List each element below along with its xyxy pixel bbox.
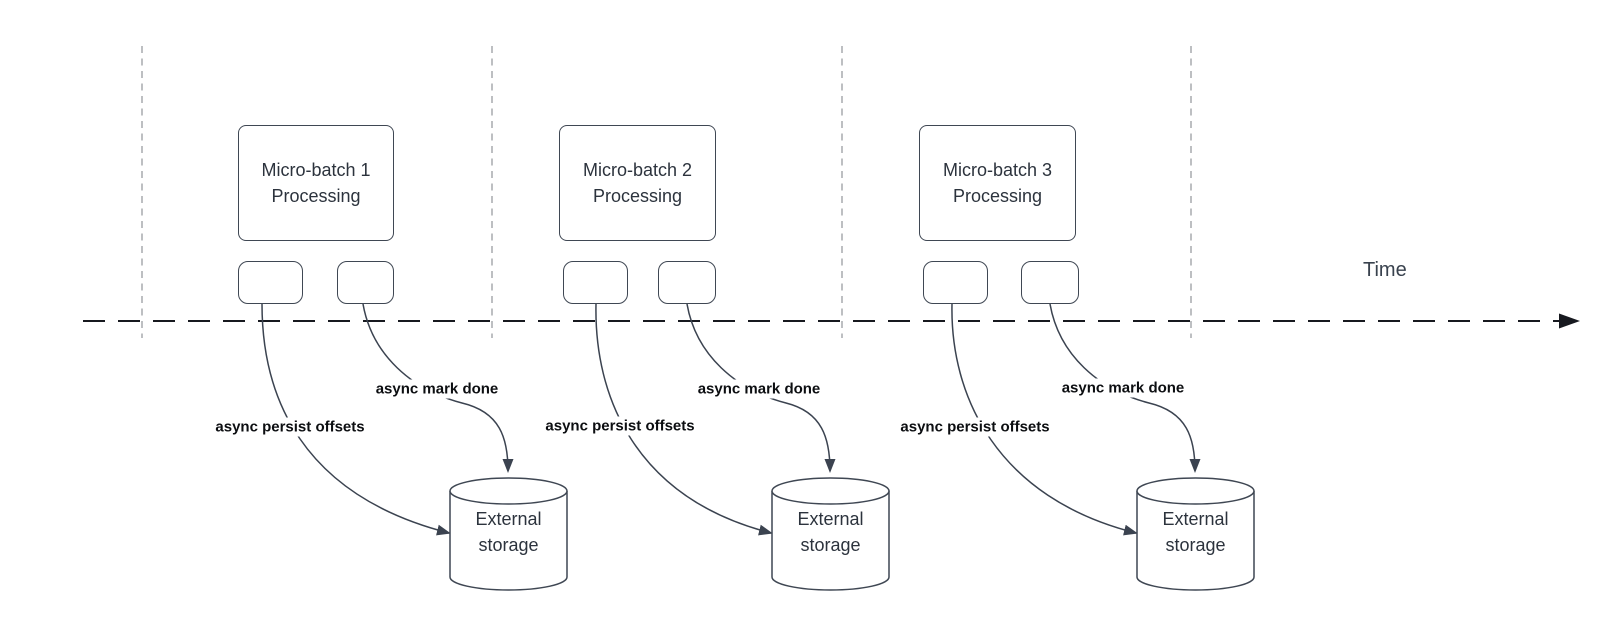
mark-done-label-3: async mark done	[1057, 378, 1189, 398]
external-storage-label-3-line2: storage	[1165, 535, 1226, 555]
timeline-arrowhead	[1559, 313, 1580, 329]
external-storage-label-2: External storage	[772, 506, 889, 558]
micro-batch-2-title-line1: Micro-batch 2	[582, 160, 693, 180]
micro-batch-2-box: Micro-batch 2 Processing	[559, 125, 716, 241]
small-box-2a	[563, 261, 628, 304]
micro-batch-3-title-line1: Micro-batch 3	[942, 160, 1053, 180]
mark-done-label-1: async mark done	[371, 379, 503, 399]
small-box-3a	[923, 261, 988, 304]
external-storage-cylinder-1	[449, 477, 568, 591]
external-storage-label-1-line2: storage	[478, 535, 539, 555]
external-storage-label-1: External storage	[450, 506, 567, 558]
external-storage-label-3: External storage	[1137, 506, 1254, 558]
persist-offsets-label-2: async persist offsets	[541, 416, 699, 436]
external-storage-cylinder-3	[1136, 477, 1255, 591]
small-box-3b	[1021, 261, 1079, 304]
small-box-1a	[238, 261, 303, 304]
mark-done-arrow-1	[362, 303, 514, 473]
micro-batch-1-title-line1: Micro-batch 1	[261, 160, 371, 180]
small-box-1b	[337, 261, 394, 304]
external-storage-label-1-line1: External	[475, 509, 542, 529]
micro-batch-1-title-line2: Processing	[271, 186, 361, 206]
micro-batch-3-title-line2: Processing	[952, 186, 1043, 206]
external-storage-cylinder-2	[771, 477, 890, 591]
micro-batch-2-title-line2: Processing	[592, 186, 683, 206]
mark-done-arrow-3	[1049, 303, 1201, 473]
persist-offsets-arrow-1	[261, 303, 451, 536]
external-storage-label-2-line1: External	[797, 509, 864, 529]
persist-offsets-arrow-3	[951, 303, 1138, 536]
persist-offsets-label-3: async persist offsets	[896, 417, 1054, 437]
persist-offsets-label-1: async persist offsets	[211, 417, 369, 437]
micro-batch-1-box: Micro-batch 1 Processing	[238, 125, 394, 241]
external-storage-label-3-line1: External	[1162, 509, 1229, 529]
external-storage-label-2-line2: storage	[800, 535, 861, 555]
mark-done-label-2: async mark done	[693, 379, 825, 399]
persist-offsets-arrow-2	[595, 303, 773, 536]
mark-done-arrow-2	[686, 303, 836, 473]
micro-batch-3-box: Micro-batch 3 Processing	[919, 125, 1076, 241]
time-label: Time	[1363, 259, 1407, 281]
small-box-2b	[658, 261, 716, 304]
